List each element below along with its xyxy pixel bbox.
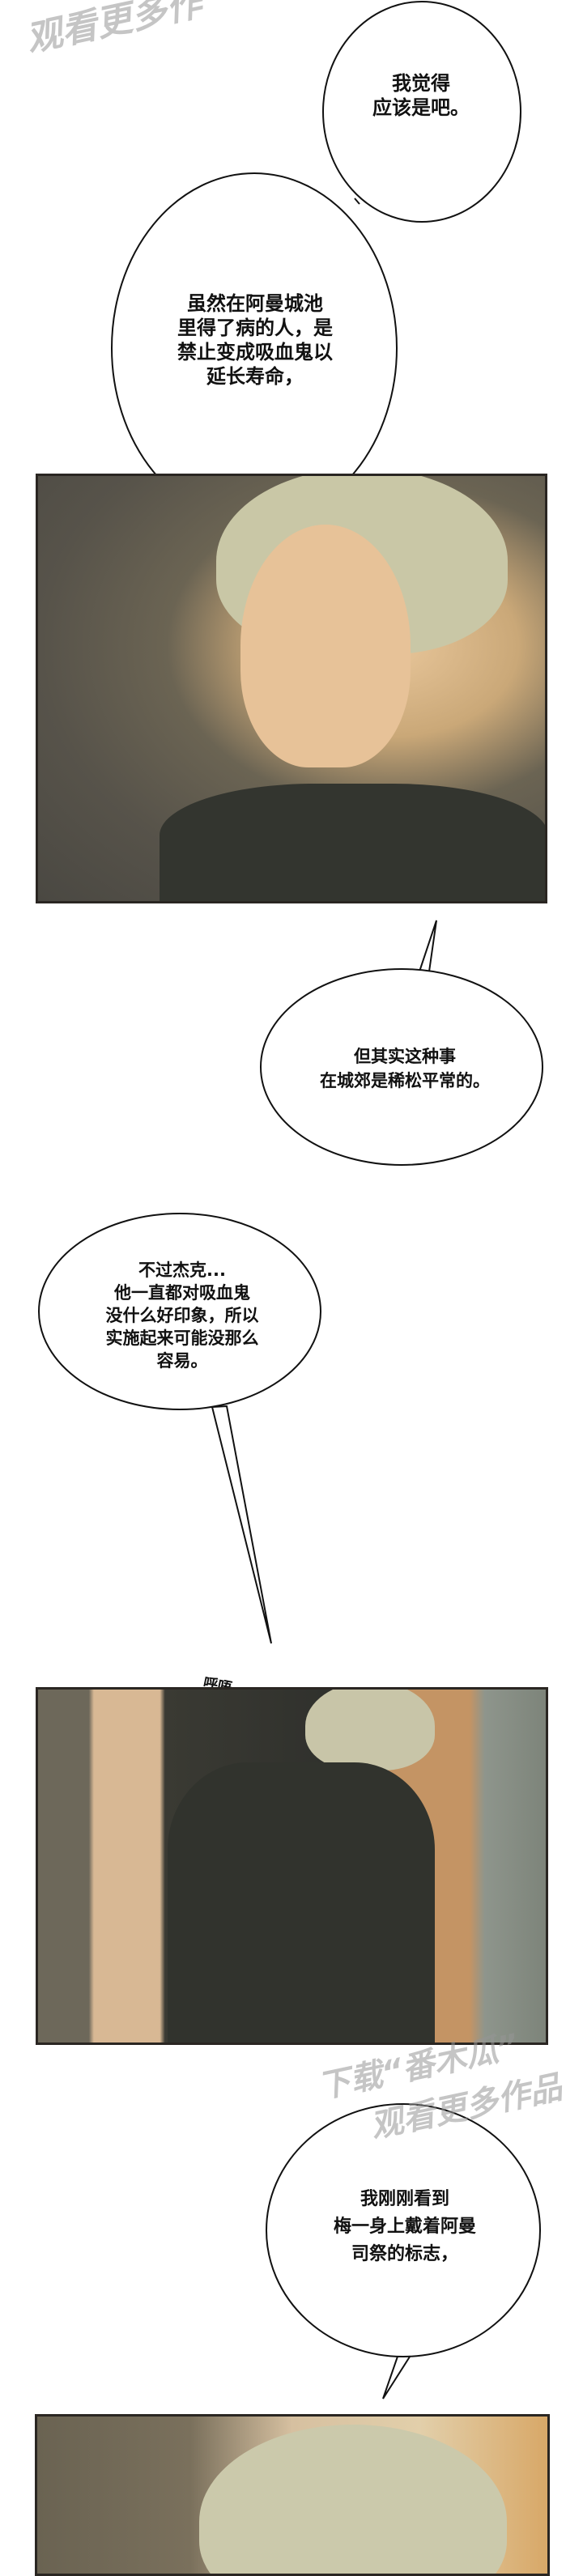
bubble-3-tail <box>418 920 437 972</box>
character-jacket <box>160 784 545 901</box>
comic-panel-1 <box>36 474 547 903</box>
bubble-1-text: 我觉得 应该是吧。 <box>372 72 470 119</box>
bubble-4-shape <box>38 1213 321 1410</box>
character-body <box>168 1762 435 2043</box>
character-hair <box>199 2425 507 2574</box>
bubble-5-tail <box>382 2353 413 2400</box>
bubble-4-text: 不过杰克... 他一直都对吸血鬼 没什么好印象，所以 实施起来可能没那么 容易。 <box>105 1260 259 1371</box>
comic-panel-3 <box>35 2414 550 2576</box>
bubble-4-tail <box>211 1405 272 1644</box>
bubble-2-text: 虽然在阿曼城池 里得了病的人，是 禁止变成吸血鬼以 延长寿命， <box>177 292 333 388</box>
bubble-3-shape <box>260 968 543 1166</box>
bubble-1-connector <box>354 198 360 205</box>
character-hair <box>305 1690 435 1770</box>
bubble-5-text: 我刚刚看到 梅一身上戴着阿曼 司祭的标志， <box>333 2189 476 2264</box>
bubble-5-shape <box>266 2103 541 2357</box>
bubble-1-shape <box>322 1 521 223</box>
comic-panel-2 <box>36 1687 548 2045</box>
bubble-3-text: 但其实这种事 在城郊是稀松平常的。 <box>320 1047 490 1090</box>
character-face <box>240 525 411 767</box>
